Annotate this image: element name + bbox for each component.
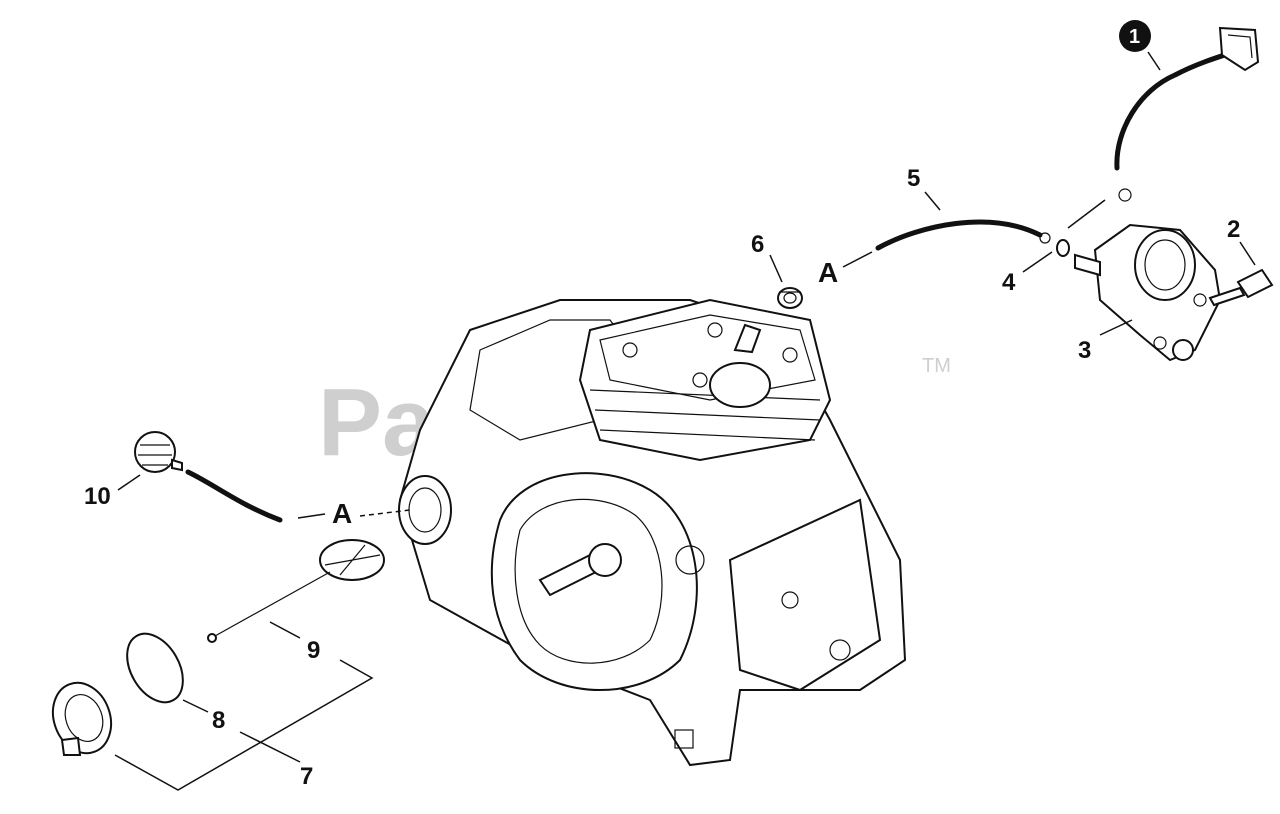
callouts: 1 2 3 4 5 6 7 8 9 10	[84, 20, 1240, 790]
part-oil-pump	[1074, 223, 1222, 362]
callout-2: 2	[1227, 216, 1240, 243]
part-o-ring-large	[126, 632, 184, 704]
reference-label-upper: A	[818, 257, 838, 288]
part-oil-filter-pickup	[134, 431, 283, 523]
callout-badge-1	[1119, 20, 1151, 52]
part-oil-hose	[875, 219, 1051, 251]
callout-10: 10	[84, 483, 111, 510]
part-grommet	[777, 287, 803, 309]
reference-a-lower: A	[297, 498, 411, 529]
reference-a-upper: A	[818, 251, 873, 288]
part-strainer	[207, 539, 385, 643]
part-oil-hose-connector	[1114, 26, 1260, 202]
callout-9: 9	[307, 637, 320, 664]
watermark-tm: TM	[922, 355, 951, 377]
part-screw	[1208, 268, 1274, 307]
callout-5: 5	[907, 165, 920, 192]
callout-8: 8	[212, 707, 225, 734]
callout-7: 7	[300, 763, 313, 790]
callout-1: 1	[1129, 26, 1140, 48]
callout-3: 3	[1078, 337, 1091, 364]
leader-lines	[114, 51, 1256, 791]
callout-6: 6	[751, 231, 764, 258]
part-o-ring-small	[1056, 239, 1070, 257]
engine-crankcase	[398, 298, 907, 767]
part-oil-cap	[51, 681, 113, 756]
callout-4: 4	[1002, 269, 1016, 296]
reference-label-lower: A	[332, 498, 352, 529]
